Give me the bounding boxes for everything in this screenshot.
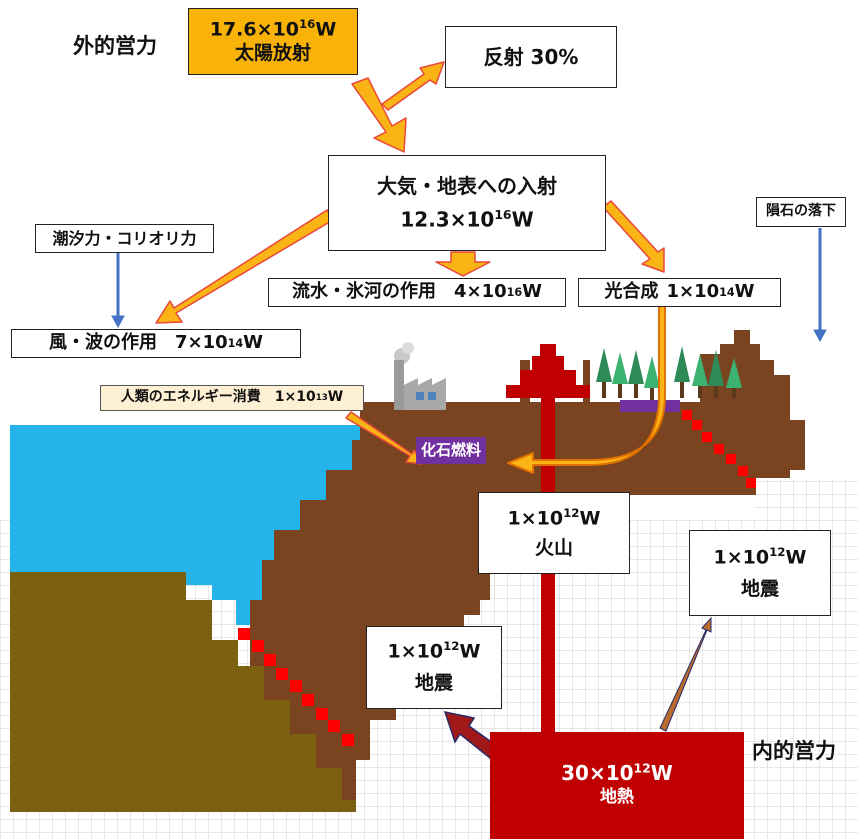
blue-arrows [111,228,827,343]
solar-radiation-name: 太陽放射 [234,42,311,65]
plate-boundary [238,410,756,746]
internal-forces-label: 内的営力 [752,739,836,763]
earthquake-right-name: 地震 [740,577,779,600]
geothermal-label: 30×1012W 地熱 [490,760,744,808]
quake-arrow-left [443,711,498,760]
tree-icon [596,346,742,400]
quake-arrow-right [659,616,712,732]
wind-arrow [155,209,334,324]
incident-name: 大気・地表への入射 [377,173,557,198]
volcano [506,344,590,398]
reflection-arrow [381,61,445,111]
atmosphere-surface-incident-box: 大気・地表への入射 12.3×1016W [328,155,606,251]
geothermal-box [490,732,744,839]
energy-flow-arrows [155,61,666,474]
solar-input-arrow [351,77,407,153]
geothermal-name: 地熱 [600,787,634,807]
water-arrow [435,251,491,277]
sea [10,425,360,625]
earthquake-box-left: 1×1012W 地震 [366,626,502,709]
earthquake-left-name: 地震 [414,672,453,695]
meteorite-box: 隕石の落下 [756,197,846,227]
fossil-to-human-arrow [345,411,423,465]
reflection-box: 反射 30% [445,26,617,88]
carbon-arrow [507,305,666,474]
volcano-box: 1×1012W 火山 [478,492,630,574]
earthquake-box-right: 1×1012W 地震 [689,530,831,616]
tidal-force-box: 潮汐力・コリオリ力 [35,224,214,253]
external-forces-label: 外的営力 [73,34,157,58]
photosynthesis-arrow [602,200,665,273]
factory-icon [394,342,446,410]
ocean-floor-layer [10,572,356,812]
solar-radiation-box: 17.6×1016W 太陽放射 [188,8,358,75]
volcano-name: 火山 [534,536,573,559]
fossil-fuel-box: 化石燃料 [416,437,486,464]
fossil-fuel-layer [620,400,680,412]
